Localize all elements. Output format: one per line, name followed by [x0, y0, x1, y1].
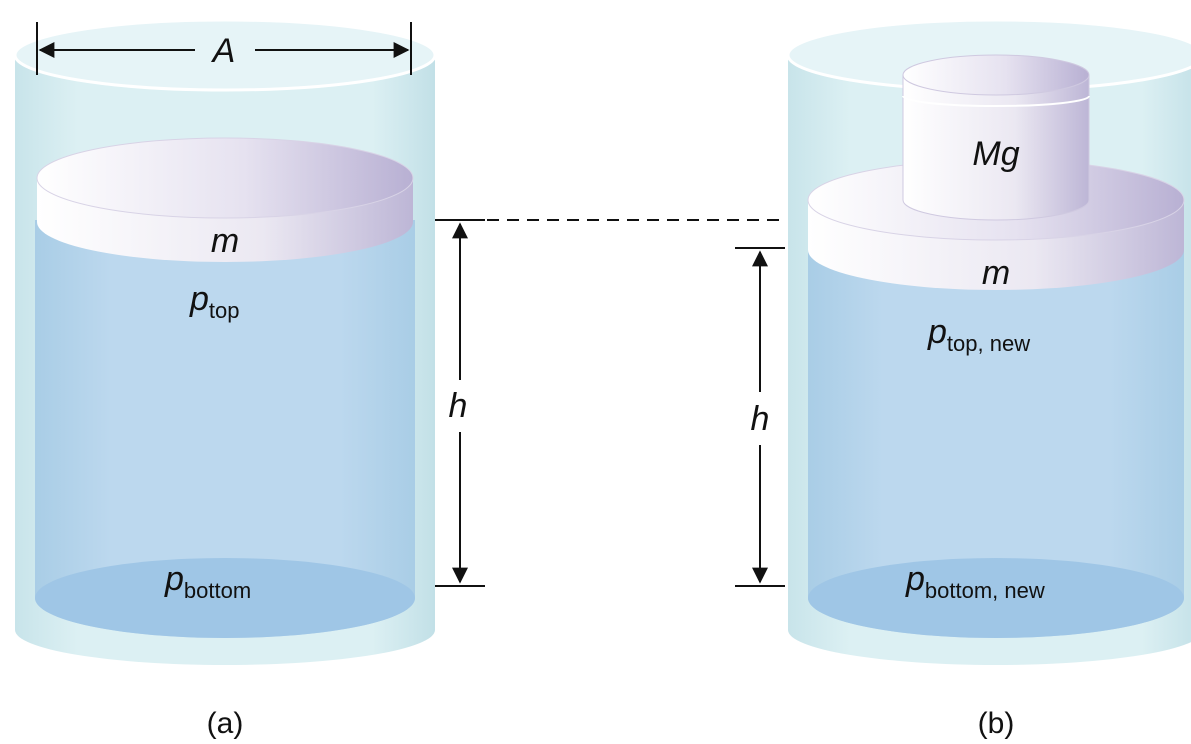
p-bottom-subscript: bottom [184, 578, 251, 603]
container-b: m Mg ptop, new pbottom, new [786, 18, 1191, 665]
height-marker-a: h [435, 219, 485, 587]
weight-rim-line [902, 95, 1090, 107]
height-b-label: h [751, 400, 770, 438]
p-top-subscript: top [209, 298, 240, 323]
container-a: m ptop pbottom A [13, 18, 437, 665]
container-b-liquid [808, 250, 1184, 638]
p-bottom-symbol: p [164, 560, 184, 598]
height-a-label: h [449, 387, 468, 425]
height-marker-b: h [735, 247, 785, 587]
container-a-liquid [35, 220, 415, 638]
p-top-new-symbol: p [927, 313, 947, 351]
p-bottom-label: pbottom [164, 560, 251, 603]
mass-label-b: m [982, 254, 1010, 292]
p-bottom-new-subscript: bottom, new [925, 578, 1045, 603]
piston-a-top [36, 137, 414, 219]
container-a-liquid-bottom [35, 558, 415, 638]
caption-a: (a) [207, 707, 244, 740]
weight-block-top [902, 54, 1090, 96]
p-top-label: ptop [189, 280, 240, 323]
mass-label-a: m [211, 222, 239, 260]
p-top-new-label: ptop, new [927, 313, 1030, 356]
weight-label: Mg [972, 135, 1019, 173]
p-top-new-subscript: top, new [947, 331, 1030, 356]
p-bottom-new-label: pbottom, new [905, 560, 1045, 603]
weight-block-side [902, 74, 1090, 221]
caption-b: (b) [978, 707, 1015, 740]
container-b-liquid-bottom [808, 558, 1184, 638]
p-bottom-new-symbol: p [905, 560, 925, 598]
area-label: A [211, 32, 236, 70]
p-top-symbol: p [189, 280, 209, 318]
container-a-rim [13, 18, 437, 92]
